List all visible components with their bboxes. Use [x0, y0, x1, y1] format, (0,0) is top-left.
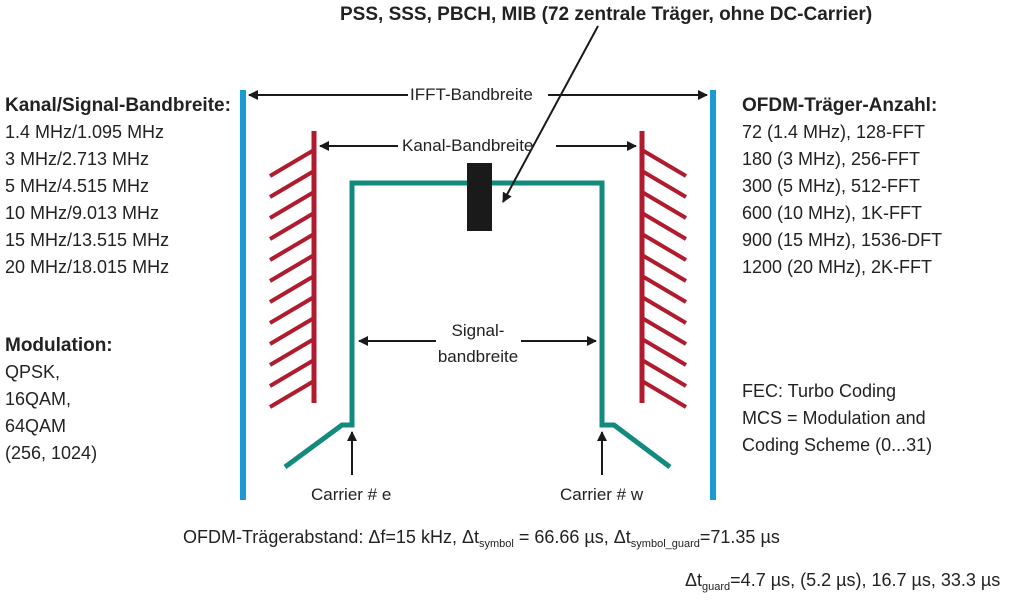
channel-right-hatch: [640, 148, 688, 409]
hatch-mark: [640, 358, 688, 388]
right-panel: OFDM-Träger-Anzahl: 72 (1.4 MHz), 128-FF…: [742, 95, 942, 281]
list-item: 1200 (20 MHz), 2K-FFT: [742, 257, 933, 277]
list-item: 180 (3 MHz), 256-FFT: [742, 149, 921, 169]
carrier-count-list: 72 (1.4 MHz), 128-FFT 180 (3 MHz), 256-F…: [742, 119, 942, 281]
list-item: 15 MHz/13.515 MHz: [5, 230, 170, 250]
spacing-mid: = 66.66 µs, Δt: [513, 527, 631, 547]
hatch-mark: [268, 169, 316, 199]
hatch-mark: [268, 232, 316, 262]
ifft-label: IFFT-Bandbreite: [410, 85, 533, 104]
fec-panel: FEC: Turbo Coding MCS = Modulation and C…: [742, 378, 932, 459]
list-item: 1.4 MHz/1.095 MHz: [5, 122, 165, 142]
hatch-mark: [640, 274, 688, 304]
hatch-mark: [268, 211, 316, 241]
hatch-mark: [640, 148, 688, 178]
signal-label-line2: bandbreite: [437, 347, 519, 366]
modulation-heading: Modulation:: [5, 335, 113, 356]
top-label: PSS, SSS, PBCH, MIB (72 zentrale Träger,…: [340, 4, 873, 25]
hatch-mark: [640, 337, 688, 367]
list-item: 64QAM: [5, 416, 67, 436]
modulation-panel: Modulation: QPSK, 16QAM, 64QAM (256, 102…: [5, 335, 113, 467]
hatch-mark: [268, 295, 316, 325]
carrier-w-label: Carrier # w: [560, 485, 644, 504]
list-item: (256, 1024): [5, 443, 98, 463]
list-item: 20 MHz/18.015 MHz: [5, 257, 170, 277]
symbol-subscript: symbol: [478, 538, 514, 550]
list-item: 600 (10 MHz), 1K-FFT: [742, 203, 923, 223]
signal-label-line1: Signal-: [451, 321, 505, 340]
hatch-mark: [268, 190, 316, 220]
guard-prefix: Δt: [685, 570, 703, 590]
hatch-mark: [268, 379, 316, 409]
hatch-mark: [640, 232, 688, 262]
guard-suffix: =4.7 µs, (5.2 µs), 16.7 µs, 33.3 µs: [730, 570, 1001, 590]
hatch-mark: [640, 295, 688, 325]
symbol-guard-subscript: symbol_guard: [630, 538, 700, 550]
signal-label: Signal- bandbreite: [433, 318, 523, 370]
central-carriers-block: [467, 163, 492, 231]
list-item: QPSK,: [5, 362, 61, 382]
modulation-list: QPSK, 16QAM, 64QAM (256, 1024): [5, 359, 113, 467]
hatch-mark: [268, 316, 316, 346]
hatch-mark: [268, 253, 316, 283]
hatch-mark: [268, 337, 316, 367]
list-item: 16QAM,: [5, 389, 72, 409]
hatch-mark: [640, 211, 688, 241]
hatch-mark: [640, 253, 688, 283]
hatch-mark: [640, 316, 688, 346]
list-item: 72 (1.4 MHz), 128-FFT: [742, 122, 926, 142]
list-item: 3 MHz/2.713 MHz: [5, 149, 150, 169]
hatch-mark: [640, 379, 688, 409]
pointer-arrow: [502, 25, 599, 203]
channel-left-hatch: [268, 148, 316, 409]
list-item: 900 (15 MHz), 1536-DFT: [742, 230, 943, 250]
mcs-line: MCS = Modulation and: [742, 408, 926, 428]
left-panel: Kanal/Signal-Bandbreite: 1.4 MHz/1.095 M…: [5, 95, 231, 281]
bandwidth-heading: Kanal/Signal-Bandbreite:: [5, 95, 231, 116]
guard-subscript: guard: [702, 581, 731, 593]
carrier-e-label: Carrier # e: [311, 485, 392, 504]
hatch-mark: [640, 169, 688, 199]
mcs-range-line: Coding Scheme (0...31): [742, 435, 933, 455]
spacing-prefix: OFDM-Trägerabstand: Δf=15 kHz, Δt: [183, 527, 479, 547]
hatch-mark: [268, 358, 316, 388]
hatch-mark: [640, 190, 688, 220]
guard-time-line: Δtguard=4.7 µs, (5.2 µs), 16.7 µs, 33.3 …: [685, 570, 1001, 593]
carrier-count-heading: OFDM-Träger-Anzahl:: [742, 95, 938, 116]
hatch-mark: [268, 148, 316, 178]
bandwidth-list: 1.4 MHz/1.095 MHz 3 MHz/2.713 MHz 5 MHz/…: [5, 119, 231, 281]
spacing-suffix: =71.35 µs: [699, 527, 780, 547]
list-item: 300 (5 MHz), 512-FFT: [742, 176, 921, 196]
kanal-label: Kanal-Bandbreite: [402, 136, 534, 155]
list-item: 10 MHz/9.013 MHz: [5, 203, 160, 223]
list-item: 5 MHz/4.515 MHz: [5, 176, 150, 196]
fec-line: FEC: Turbo Coding: [742, 381, 897, 401]
hatch-mark: [268, 274, 316, 304]
carrier-spacing-line: OFDM-Trägerabstand: Δf=15 kHz, Δtsymbol …: [183, 527, 780, 550]
